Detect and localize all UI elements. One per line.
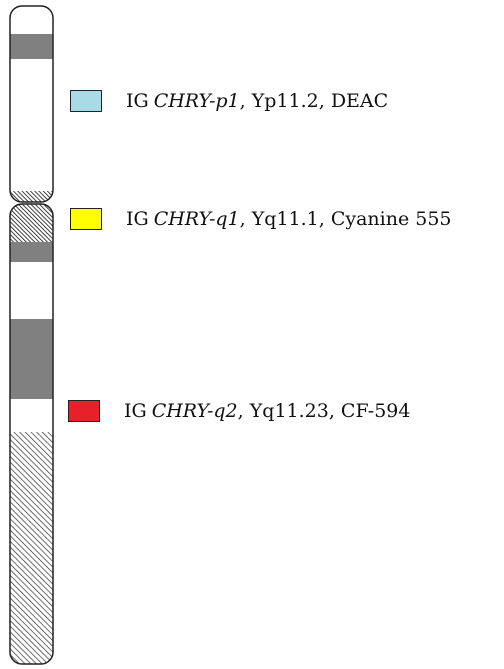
band-p-terminal [10, 6, 53, 34]
probe-1-details: , Yp11.2, DEAC [239, 90, 389, 112]
band-q-light-2 [10, 399, 53, 432]
probe-3-prefix: IG [124, 400, 147, 422]
band-q-dark-1 [10, 242, 53, 262]
probe-3-details: , Yq11.23, CF-594 [237, 400, 411, 422]
band-q-dark-3 [10, 349, 53, 399]
q-arm [10, 204, 53, 664]
legend-probe-1: IG CHRY-p1 , Yp11.2, DEAC [70, 90, 388, 112]
p-arm [10, 6, 53, 202]
chromosome-ideogram [9, 5, 54, 665]
band-p-centromere [10, 191, 53, 202]
probe-1-prefix: IG [126, 90, 149, 112]
band-q-centromere [10, 204, 53, 242]
band-q-heterochromatin [10, 432, 53, 664]
probe-3-gene: CHRY-q2 [151, 400, 238, 422]
band-p-dark [10, 34, 53, 59]
band-q-dark-2 [10, 319, 53, 349]
p-arm-outline [9, 5, 54, 203]
band-p-light [10, 59, 53, 191]
probe-1-color-swatch [70, 90, 102, 112]
probe-2-color-swatch [70, 208, 102, 230]
probe-1-gene: CHRY-p1 [153, 90, 240, 112]
probe-2-gene: CHRY-q1 [153, 208, 240, 230]
probe-2-prefix: IG [126, 208, 149, 230]
probe-3-color-swatch [68, 400, 100, 422]
probe-2-details: , Yq11.1, Cyanine 555 [239, 208, 452, 230]
legend-probe-2: IG CHRY-q1 , Yq11.1, Cyanine 555 [70, 208, 452, 230]
band-q-light-1 [10, 262, 53, 319]
legend-probe-3: IG CHRY-q2 , Yq11.23, CF-594 [68, 400, 410, 422]
q-arm-outline [9, 203, 54, 665]
